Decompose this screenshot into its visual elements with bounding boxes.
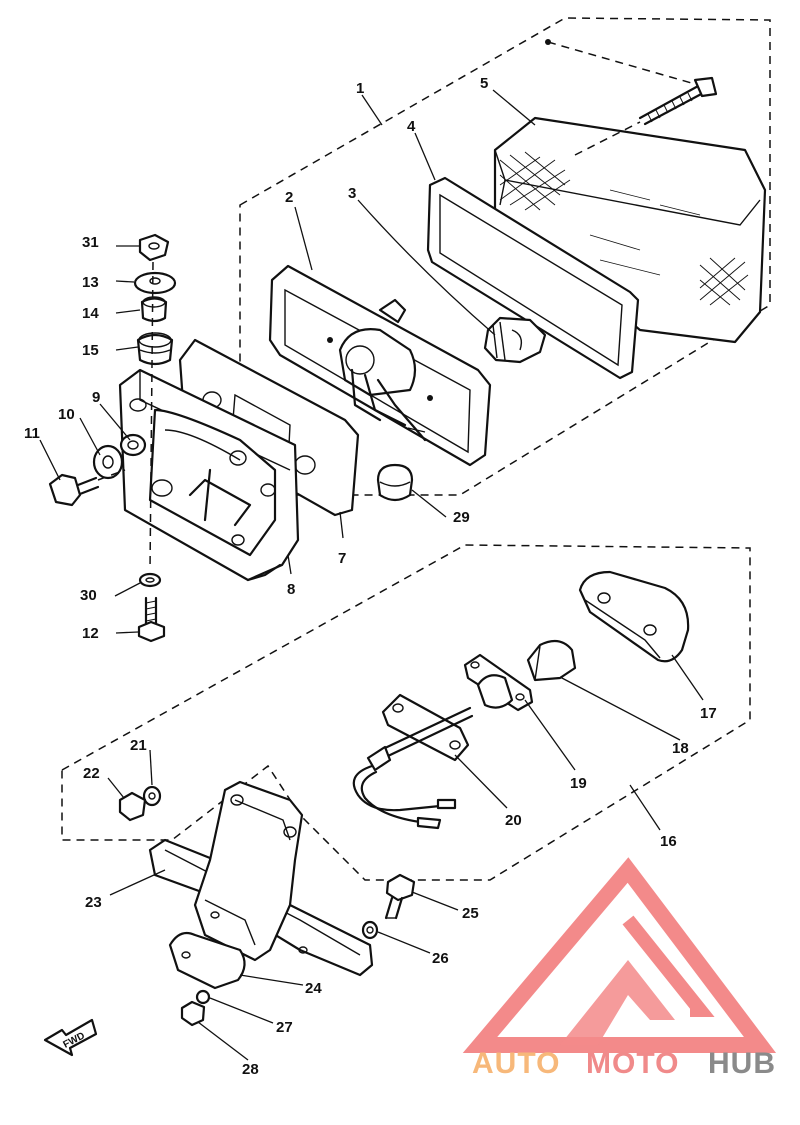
label-part-2: 2: [285, 189, 293, 206]
label-part-21: 21: [130, 737, 147, 754]
label-part-23: 23: [85, 894, 102, 911]
lamp-bracket: [118, 368, 300, 582]
washer-21: [142, 785, 162, 807]
label-part-16: 16: [660, 833, 677, 850]
stack-axis: [149, 261, 154, 571]
label-part-25: 25: [462, 905, 479, 922]
part-labels: 1 2 3 4 5 7 8 9 10 11 12 13 14 15 16 17 …: [24, 75, 717, 1078]
nut-28: [180, 1000, 206, 1027]
spacer-collar: [119, 433, 147, 457]
label-part-3: 3: [348, 185, 356, 202]
marker-lens: [578, 570, 690, 663]
lens-gasket: [426, 176, 640, 380]
stack-nut-31: [138, 233, 170, 262]
label-part-10: 10: [58, 406, 75, 423]
label-part-31: 31: [82, 234, 99, 251]
bottom-washer-30: [138, 572, 162, 588]
lens-screw: [545, 39, 718, 156]
stack-collar-14: [140, 296, 168, 323]
watermark-logo: AUTO MOTO HUB: [462, 857, 777, 1080]
watermark-text-hub: HUB: [708, 1047, 776, 1080]
leader-lines: [39, 89, 704, 1061]
label-part-12: 12: [82, 625, 99, 642]
label-part-27: 27: [276, 1019, 293, 1036]
label-part-5: 5: [480, 75, 488, 92]
nut-22: [118, 791, 147, 822]
grommet-29: [376, 463, 414, 502]
lamp-base: [268, 264, 492, 467]
label-part-30: 30: [80, 587, 97, 604]
watermark-text-moto: MOTO: [586, 1047, 679, 1080]
forward-arrow-icon: FWD: [43, 1018, 98, 1057]
marker-bracket: [148, 780, 374, 977]
washer-26: [361, 920, 379, 940]
label-part-13: 13: [82, 274, 99, 291]
label-part-7: 7: [338, 550, 346, 567]
stack-washer-13: [133, 271, 177, 295]
label-part-29: 29: [453, 509, 470, 526]
label-part-14: 14: [82, 305, 99, 322]
marker-bulb: [526, 639, 577, 682]
bolt-25: [384, 873, 416, 920]
label-part-26: 26: [432, 950, 449, 967]
label-part-15: 15: [82, 342, 99, 359]
bottom-bolt-12: [137, 596, 166, 643]
assembly-16-outline: [61, 544, 751, 881]
label-part-9: 9: [92, 389, 100, 406]
stack-grommet-15: [136, 332, 174, 366]
label-part-18: 18: [672, 740, 689, 757]
washer-27: [195, 989, 211, 1005]
marker-base: [352, 693, 474, 830]
label-part-17: 17: [700, 705, 717, 722]
label-part-8: 8: [287, 581, 295, 598]
label-part-22: 22: [83, 765, 100, 782]
label-part-1: 1: [356, 80, 364, 97]
watermark-text-auto: AUTO: [472, 1047, 560, 1080]
marker-socket: [463, 653, 534, 712]
label-part-20: 20: [505, 812, 522, 829]
label-part-4: 4: [407, 118, 416, 135]
label-part-11: 11: [24, 425, 40, 442]
label-part-19: 19: [570, 775, 587, 792]
label-part-28: 28: [242, 1061, 259, 1078]
side-bolt: [48, 469, 126, 507]
tail-lens: [493, 116, 767, 344]
marker-plate: [168, 931, 246, 990]
label-part-24: 24: [305, 980, 322, 997]
side-washer: [92, 444, 124, 480]
tail-bulb: [483, 316, 547, 364]
